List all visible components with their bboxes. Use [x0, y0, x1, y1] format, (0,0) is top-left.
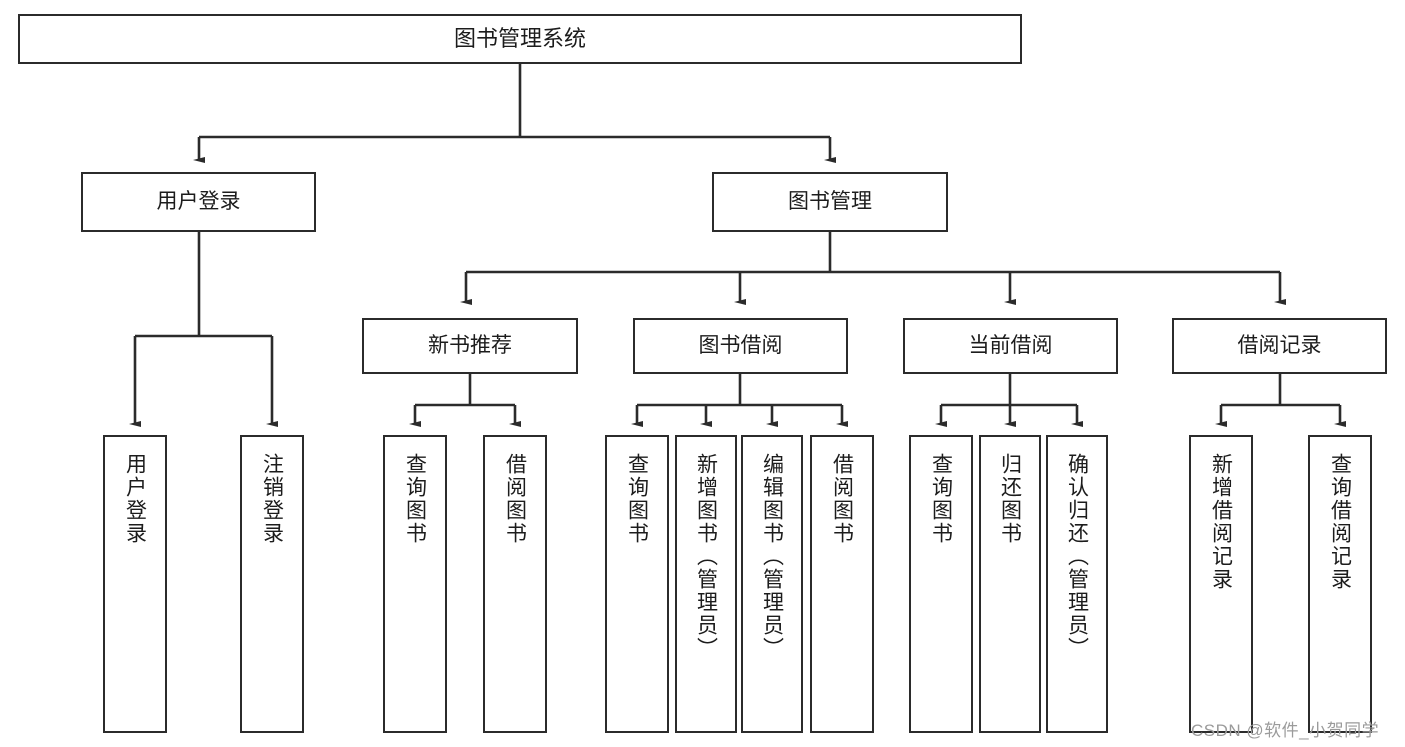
node-leaf-user-login-label: 用户登录	[123, 453, 147, 545]
node-root-label: 图书管理系统	[453, 26, 586, 52]
node-leaf-record-add-label: 新增借阅记录	[1209, 453, 1233, 591]
node-leaf-borrow-query-label: 查询图书	[625, 453, 649, 545]
node-leaf-user-logout[interactable]: 注销登录	[240, 435, 304, 733]
node-borrow-record[interactable]: 借阅记录	[1172, 318, 1387, 374]
node-leaf-borrow-add-label: 新增图书（管理员）	[694, 453, 718, 660]
node-leaf-record-query[interactable]: 查询借阅记录	[1308, 435, 1372, 733]
node-leaf-current-query-label: 查询图书	[929, 453, 953, 545]
node-user-login[interactable]: 用户登录	[81, 172, 316, 232]
node-leaf-record-add[interactable]: 新增借阅记录	[1189, 435, 1253, 733]
node-leaf-borrow-lend-label: 借阅图书	[830, 453, 854, 545]
node-root[interactable]: 图书管理系统	[18, 14, 1022, 64]
node-leaf-newbook-borrow[interactable]: 借阅图书	[483, 435, 547, 733]
node-user-login-label: 用户登录	[156, 189, 241, 213]
node-borrow-record-label: 借阅记录	[1237, 333, 1322, 357]
node-leaf-borrow-lend[interactable]: 借阅图书	[810, 435, 874, 733]
node-leaf-record-query-label: 查询借阅记录	[1328, 453, 1352, 591]
node-book-borrow[interactable]: 图书借阅	[633, 318, 848, 374]
node-leaf-borrow-edit-label: 编辑图书（管理员）	[760, 453, 784, 660]
node-leaf-current-return[interactable]: 归还图书	[979, 435, 1041, 733]
node-book-management-label: 图书管理	[788, 189, 872, 213]
node-leaf-current-confirm[interactable]: 确认归还（管理员）	[1046, 435, 1108, 733]
node-new-book-recommend-label: 新书推荐	[428, 333, 512, 357]
node-leaf-newbook-query-label: 查询图书	[403, 453, 427, 545]
node-leaf-current-return-label: 归还图书	[998, 453, 1022, 545]
node-new-book-recommend[interactable]: 新书推荐	[362, 318, 578, 374]
node-leaf-newbook-borrow-label: 借阅图书	[503, 453, 527, 545]
node-current-borrow[interactable]: 当前借阅	[903, 318, 1118, 374]
node-current-borrow-label: 当前借阅	[968, 333, 1053, 357]
node-book-borrow-label: 图书借阅	[698, 333, 783, 357]
node-book-management[interactable]: 图书管理	[712, 172, 948, 232]
node-leaf-user-logout-label: 注销登录	[260, 453, 284, 545]
node-leaf-current-confirm-label: 确认归还（管理员）	[1065, 453, 1089, 660]
node-leaf-borrow-add[interactable]: 新增图书（管理员）	[675, 435, 737, 733]
node-leaf-current-query[interactable]: 查询图书	[909, 435, 973, 733]
watermark: CSDN @软件_小贺同学	[1191, 721, 1380, 740]
node-leaf-borrow-edit[interactable]: 编辑图书（管理员）	[741, 435, 803, 733]
node-leaf-newbook-query[interactable]: 查询图书	[383, 435, 447, 733]
node-leaf-borrow-query[interactable]: 查询图书	[605, 435, 669, 733]
node-leaf-user-login[interactable]: 用户登录	[103, 435, 167, 733]
